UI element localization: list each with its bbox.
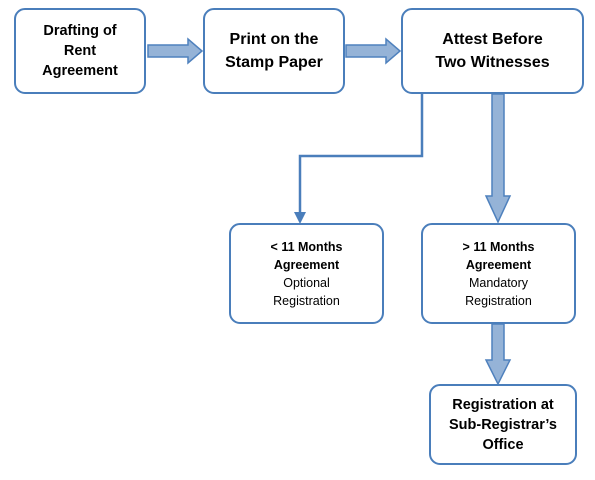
node-attest-line-2: Two Witnesses: [435, 54, 550, 71]
node-print-line-1: Print on the: [229, 31, 319, 48]
node-attest: Attest Before Two Witnesses: [401, 8, 584, 94]
arrow-print-to-attest: [345, 37, 402, 65]
node-registration-line-1: Registration at: [452, 396, 554, 413]
node-long-line-2: Registration: [465, 293, 532, 308]
node-print-line-2: Stamp Paper: [225, 54, 323, 71]
node-attest-line-1: Attest Before: [442, 31, 543, 48]
arrow-attest-to-short: [294, 94, 424, 224]
node-long: > 11 Months Agreement Mandatory Registra…: [421, 223, 576, 324]
node-long-title-2: Agreement: [465, 257, 532, 272]
node-drafting: Drafting of Rent Agreement: [14, 8, 146, 94]
node-long-line-1: Mandatory: [468, 275, 529, 290]
node-print: Print on the Stamp Paper: [203, 8, 345, 94]
node-short-line-1: Optional: [283, 275, 330, 290]
arrow-drafting-to-print: [147, 37, 204, 65]
node-short-title-2: Agreement: [273, 257, 340, 272]
node-short: < 11 Months Agreement Optional Registrat…: [229, 223, 384, 324]
arrow-attest-to-long: [484, 93, 512, 224]
node-drafting-line-3: Agreement: [42, 63, 118, 79]
node-drafting-line-2: Rent: [63, 43, 97, 59]
node-long-title-1: > 11 Months: [462, 239, 535, 254]
node-registration-line-3: Office: [482, 436, 524, 453]
arrow-long-to-registration: [484, 323, 512, 386]
node-registration-line-2: Sub-Registrar’s: [449, 416, 557, 433]
node-drafting-line-1: Drafting of: [43, 23, 117, 39]
node-registration: Registration at Sub-Registrar’s Office: [429, 384, 577, 465]
node-short-title-1: < 11 Months: [270, 239, 343, 254]
node-short-line-2: Registration: [273, 293, 340, 308]
